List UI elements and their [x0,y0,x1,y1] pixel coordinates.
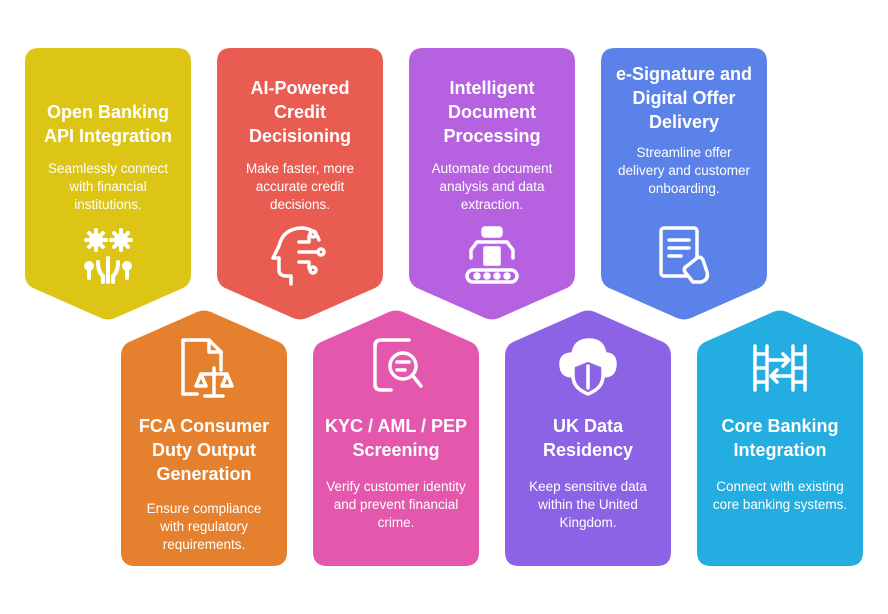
card-title: Core Banking Integration [721,416,839,460]
document-signing-icon [649,220,719,290]
card-description: Connect with existing core banking syste… [712,479,848,512]
card-title: KYC / AML / PEP Screening [324,416,468,460]
card-description: Seamlessly connect with financial instit… [47,161,169,212]
card-background [217,48,383,320]
card-kyc: KYC / AML / PEP Screening Verify custome… [313,310,479,582]
cloud-shield-icon [553,332,623,402]
card-title: Open Banking API Integration [43,102,172,146]
card-description: Ensure compliance with regulatory requir… [146,501,262,552]
card-title: AI-Powered Credit Decisioning [248,78,351,146]
card-description: Verify customer identity and prevent fin… [326,479,466,530]
card-background [313,310,479,566]
card-open-banking: Open Banking API Integration Seamlessly … [25,48,191,320]
card-title: FCA Consumer Duty Output Generation [138,416,270,484]
card-description: Automate document analysis and data extr… [431,161,553,212]
card-background [505,310,671,566]
document-magnifier-icon [361,332,431,402]
integration-arrows-icon [745,332,815,402]
card-esignature: e-Signature and Digital Offer Delivery S… [601,48,767,320]
card-background [409,48,575,320]
card-background [121,310,287,566]
card-background [601,48,767,320]
card-background [25,48,191,320]
card-core-banking: Core Banking Integration Connect with ex… [697,310,863,582]
card-ai-credit: AI-Powered Credit Decisioning Make faste… [217,48,383,320]
card-document-processing: Intelligent Document Processing Automate… [409,48,575,320]
card-title: Intelligent Document Processing [443,78,541,146]
card-title: e-Signature and Digital Offer Delivery [615,64,753,132]
card-fca: FCA Consumer Duty Output Generation Ensu… [121,310,287,582]
gears-network-icon [73,220,143,290]
card-description: Keep sensitive data within the United Ki… [529,479,647,530]
card-description: Make faster, more accurate credit decisi… [245,161,355,212]
card-background [697,310,863,566]
card-title: UK Data Residency [542,416,634,460]
ai-head-icon [265,220,335,290]
robot-arm-conveyor-icon [457,220,527,290]
document-scales-icon [169,332,239,402]
card-description: Streamline offer delivery and customer o… [617,145,751,196]
card-uk-data: UK Data Residency Keep sensitive data wi… [505,310,671,582]
